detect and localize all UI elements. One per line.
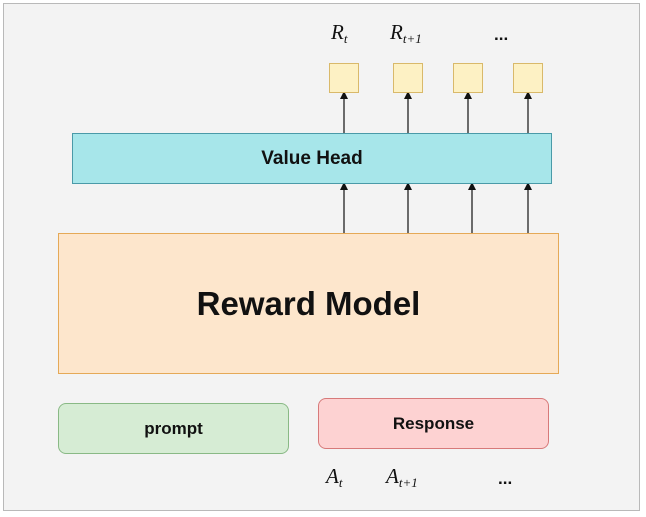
- reward-ellipsis: ...: [494, 25, 509, 44]
- reward-label-t: Rt: [331, 20, 348, 46]
- reward-box-1: [329, 63, 359, 93]
- action-label-t-plus-1: At+1: [386, 464, 418, 490]
- reward-label-t-plus-1: Rt+1: [390, 20, 422, 46]
- prompt-box: prompt: [58, 403, 289, 454]
- response-label: Response: [392, 413, 475, 433]
- reward-model-box: Reward Model: [58, 233, 559, 374]
- action-ellipsis: ...: [498, 469, 513, 488]
- response-box: Response: [318, 398, 549, 449]
- reward-box-2: [393, 63, 423, 93]
- reward-model-label: Reward Model: [196, 284, 421, 322]
- value-head-label: Value Head: [261, 147, 363, 169]
- value-head-box: Value Head: [72, 133, 552, 184]
- action-label-t: At: [326, 464, 343, 490]
- reward-box-3: [453, 63, 483, 93]
- reward-box-4: [513, 63, 543, 93]
- prompt-label: prompt: [144, 418, 203, 438]
